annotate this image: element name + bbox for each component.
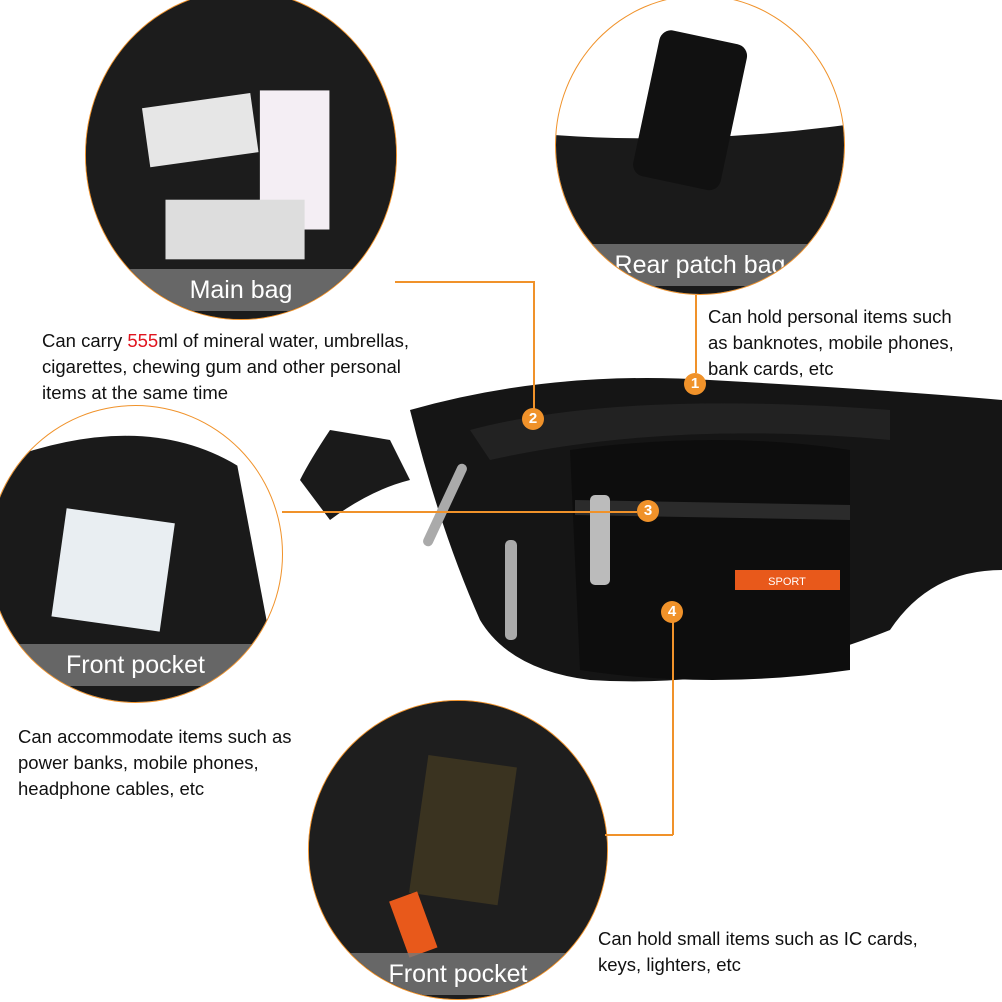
marker-4: 4 bbox=[661, 601, 683, 623]
waist-bag-image: SPORT bbox=[300, 378, 1002, 682]
main-bag-label: Main bag bbox=[86, 269, 396, 311]
rear-patch-bag-description: Can hold personal items such as banknote… bbox=[708, 306, 954, 379]
marker-2: 2 bbox=[522, 408, 544, 430]
rear-patch-bag-circle: Rear patch bag bbox=[555, 0, 845, 295]
front-pocket-circle-bottom: Front pocket bbox=[308, 700, 608, 1000]
front-pocket-description-left: Can accommodate items such as power bank… bbox=[18, 726, 292, 799]
main-bag-description: Can carry 555ml of mineral water, umbrel… bbox=[42, 330, 410, 403]
front-pocket-description-bottom: Can hold small items such as IC cards, k… bbox=[598, 928, 918, 975]
rear-patch-bag-label: Rear patch bag bbox=[556, 244, 844, 286]
marker-1: 1 bbox=[684, 373, 706, 395]
marker-3: 3 bbox=[637, 500, 659, 522]
sport-badge: SPORT bbox=[768, 576, 806, 588]
front-pocket-circle-left: Front pocket bbox=[0, 405, 283, 703]
main-bag-circle: Main bag bbox=[85, 0, 397, 320]
front-pocket-label-bottom: Front pocket bbox=[309, 953, 607, 995]
front-pocket-label-left: Front pocket bbox=[0, 644, 282, 686]
